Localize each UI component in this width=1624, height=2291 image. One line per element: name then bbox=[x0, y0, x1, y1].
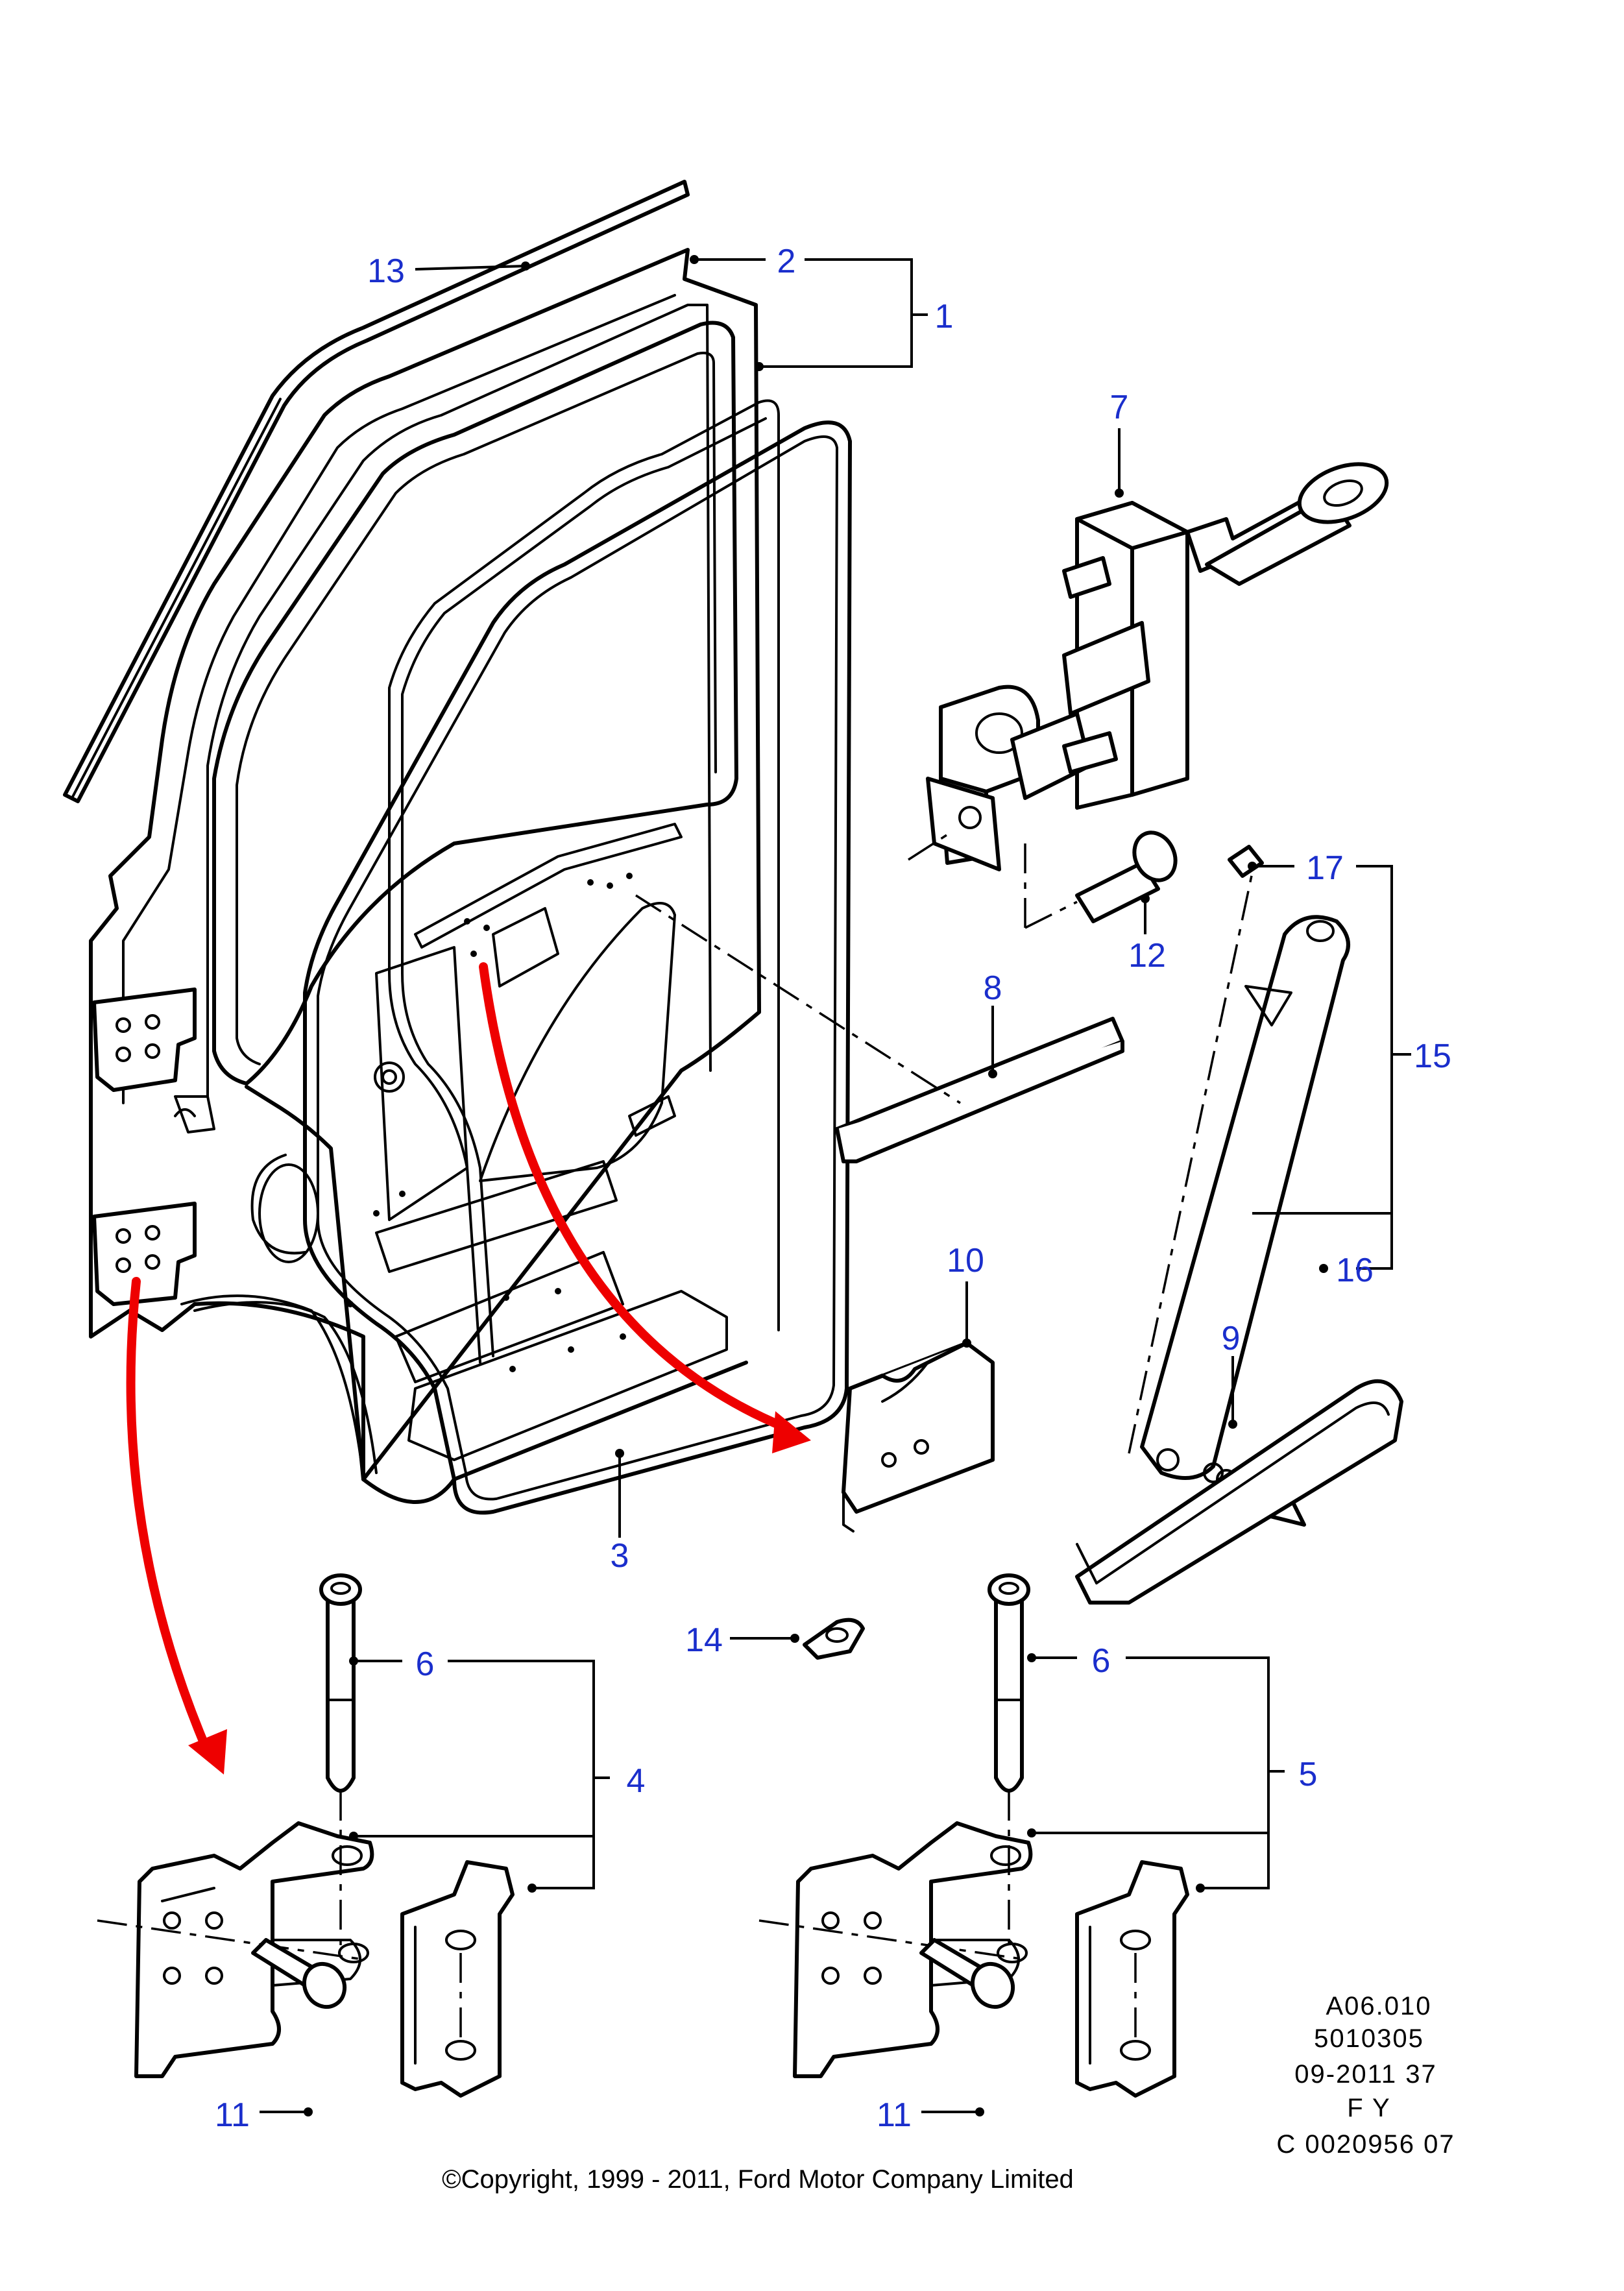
part-13-weatherstrip bbox=[63, 180, 690, 803]
info-line-2: 5010305 bbox=[1314, 2024, 1424, 2053]
callout-17: 17 bbox=[1306, 849, 1344, 887]
callout-3: 3 bbox=[611, 1537, 629, 1575]
part-5-hinge-right bbox=[758, 1573, 1189, 2098]
callout-16: 16 bbox=[1336, 1252, 1374, 1289]
callout-14: 14 bbox=[685, 1621, 723, 1659]
copyright-notice: ©Copyright, 1999 - 2011, Ford Motor Comp… bbox=[442, 2165, 1074, 2194]
callout-1: 1 bbox=[935, 298, 954, 335]
callout-2: 2 bbox=[777, 243, 796, 280]
drawing-info-block: A06.010 5010305 09-2011 37 F Y C 0020956… bbox=[1276, 1992, 1455, 2159]
part-8-channel-strip bbox=[635, 894, 1124, 1163]
part-4-hinge-left bbox=[97, 1573, 515, 2098]
callout-10: 10 bbox=[947, 1242, 984, 1279]
callout-4: 4 bbox=[627, 1762, 646, 1800]
info-line-3: 09-2011 37 bbox=[1294, 2060, 1436, 2089]
callout-7: 7 bbox=[1110, 389, 1129, 426]
callout-11-right: 11 bbox=[877, 2096, 912, 2134]
info-line-4: F Y bbox=[1347, 2094, 1391, 2122]
part-15-strap bbox=[1128, 845, 1350, 1527]
callout-5: 5 bbox=[1299, 1756, 1318, 1793]
part-3-door-seal bbox=[303, 399, 852, 1515]
leader-lines bbox=[260, 255, 1411, 2116]
part-10-bracket bbox=[842, 1341, 995, 1533]
callout-6-right: 6 bbox=[1092, 1642, 1111, 1680]
explode-arrow-hinge bbox=[126, 1277, 227, 1775]
info-line-5: C 0020956 07 bbox=[1276, 2130, 1455, 2159]
callout-12: 12 bbox=[1128, 937, 1166, 975]
part-12-bolt bbox=[1024, 830, 1178, 929]
callout-labels: 13 2 1 7 17 12 8 15 10 16 9 3 14 6 6 4 5… bbox=[215, 243, 1451, 2134]
part-14-clip bbox=[803, 1618, 865, 1660]
part-1-door-shell bbox=[89, 248, 761, 1504]
callout-9: 9 bbox=[1222, 1320, 1241, 1357]
callout-13: 13 bbox=[367, 252, 405, 290]
callout-6-left: 6 bbox=[416, 1645, 435, 1683]
callout-11-left: 11 bbox=[215, 2096, 250, 2134]
callout-15: 15 bbox=[1414, 1037, 1451, 1075]
info-line-1: A06.010 bbox=[1326, 1992, 1431, 2020]
explode-arrow-bracket bbox=[479, 962, 811, 1453]
part-7-door-check bbox=[908, 462, 1389, 871]
callout-8: 8 bbox=[984, 969, 1002, 1007]
part-9-trim-pad bbox=[1075, 1379, 1403, 1605]
